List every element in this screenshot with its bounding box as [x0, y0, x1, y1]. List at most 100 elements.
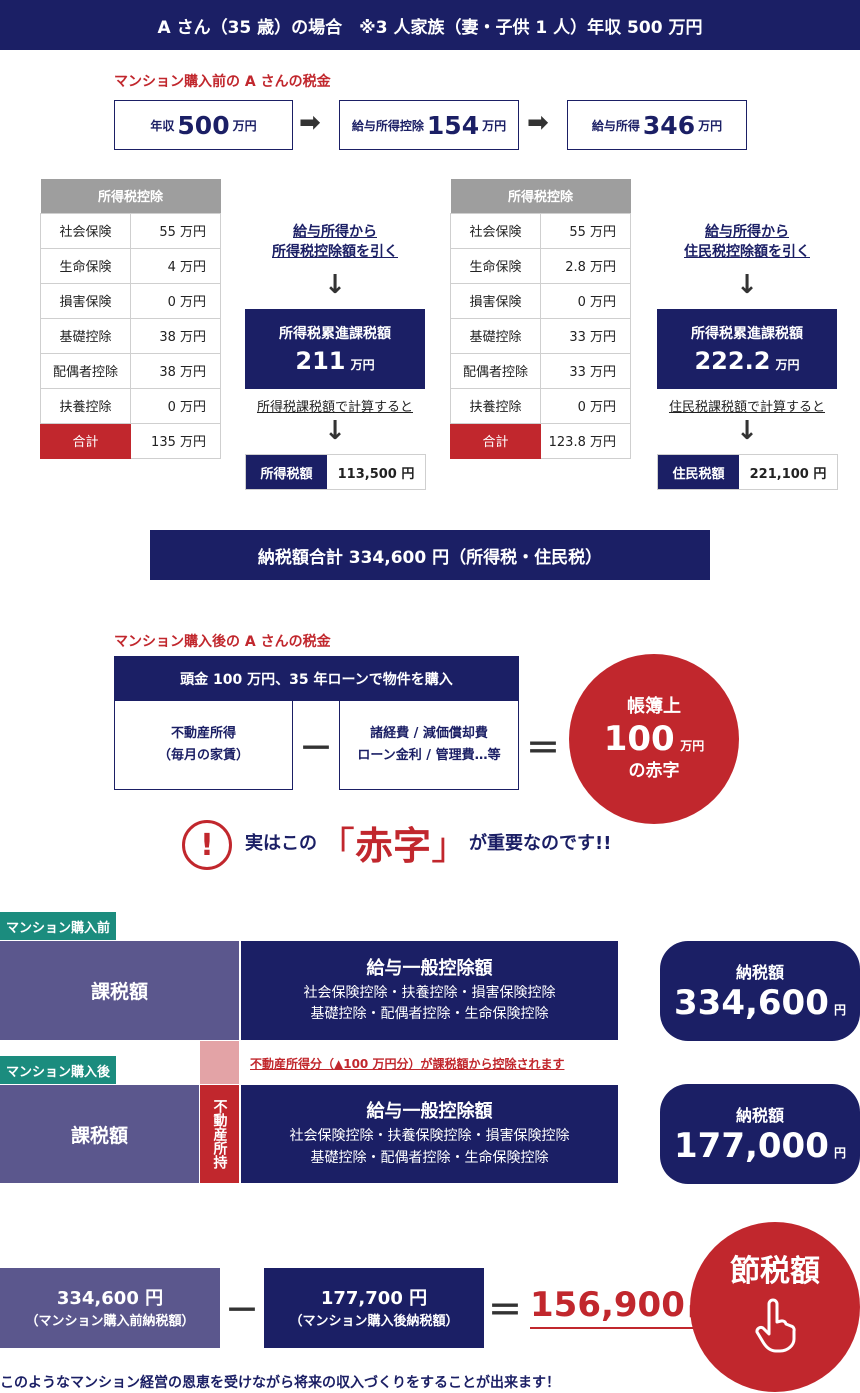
real-estate-gap [200, 1041, 239, 1084]
box-line: ローン金利 / 管理費…等 [357, 748, 501, 763]
saving-result: 156,900 円 [530, 1285, 702, 1329]
pointer-hand-icon [755, 1298, 796, 1353]
row-value: 55 万円 [130, 212, 221, 249]
salary-deduction-label: 給与所得控除 [351, 118, 424, 133]
deduction-title: 給与一般控除額 [366, 957, 493, 979]
expenses-box: 諸経費 / 減価償却費 ローン金利 / 管理費…等 [339, 700, 519, 790]
resident-tax-progressive-box: 所得税累進課税額 222.2 万円 [657, 309, 837, 389]
row-value: 38 万円 [130, 352, 221, 389]
row-key: 扶養控除 [40, 387, 131, 424]
row-value: 0 万円 [130, 387, 221, 424]
total-value: 135 万円 [130, 422, 221, 459]
row-key: 損害保険 [40, 282, 131, 319]
box-label: 所得税累進課税額 [279, 326, 391, 342]
page-header: A さん（35 歳）の場合 ※3 人家族（妻・子供 1 人）年収 500 万円 [0, 0, 860, 50]
bracket-close: 」 [431, 823, 470, 868]
calc-note: 住民税課税額で計算すると [668, 400, 825, 415]
row-key: 社会保険 [40, 212, 131, 249]
after-tax-total: 177,700 円 （マンション購入後納税額） [264, 1268, 484, 1348]
row-key: 基礎控除 [40, 317, 131, 354]
calc-note: 所得税課税額で計算すると [256, 400, 413, 415]
circle-line: の赤字 [628, 760, 680, 781]
arrow-right-icon: ➡ [527, 108, 549, 138]
after-tag: マンション購入後 [0, 1056, 117, 1084]
deduction-before: 給与一般控除額 社会保険控除・扶養控除・損害保険控除 基礎控除・配偶者控除・生命… [241, 941, 618, 1040]
row-key: 配偶者控除 [40, 352, 131, 389]
box-value: 211 [295, 347, 346, 375]
arrow-right-icon: ➡ [299, 108, 321, 138]
box-value: 222.2 [694, 347, 771, 375]
resident-tax-calc-note: 住民税課税額で計算すると [647, 396, 847, 415]
income-tax-progressive-box: 所得税累進課税額 211 万円 [245, 309, 425, 389]
salary-deduction-box: 給与所得控除 154 万円 [339, 100, 519, 150]
re-deduction-note: 不動産所得分（▲100 万円分）が課税額から控除されます [250, 1057, 565, 1071]
saving-before-caption: （マンション購入前納税額） [25, 1313, 195, 1329]
row-key: 社会保険 [450, 212, 541, 249]
row-value: 0 万円 [540, 387, 631, 424]
arrow-down-icon: ↓ [736, 416, 758, 446]
after-heading: マンション購入後の A さんの税金 [114, 634, 331, 650]
row-value: 55 万円 [540, 212, 631, 249]
table-title: 所得税控除 [450, 179, 631, 213]
salary-income-label: 給与所得 [591, 118, 640, 133]
after-tax-value: 177,000 [674, 1126, 829, 1166]
saving-after-caption: （マンション購入後納税額） [289, 1313, 459, 1329]
box-label: 所得税累進課税額 [691, 326, 803, 342]
row-key: 生命保険 [40, 247, 131, 284]
caption-line: 給与所得から [705, 224, 789, 240]
circle-unit: 万円 [680, 739, 705, 754]
row-value: 0 万円 [540, 282, 631, 319]
total-label: 合計 [450, 422, 541, 459]
result-value: 113,500 円 [337, 466, 415, 482]
notice-post: が重要なのです!! [469, 833, 612, 854]
row-key: 配偶者控除 [450, 352, 541, 389]
caption-line: 住民税控除額を引く [684, 244, 810, 261]
footer-text: このようなマンション経営の恩恵を受けながら将来の収入づくりをすることが出来ます！ [0, 1375, 560, 1391]
tax-unit: 円 [833, 1003, 846, 1017]
total-tax-bar: 納税額合計 334,600 円（所得税・住民税） [150, 530, 710, 580]
before-tax-pill: 納税額 334,600 円 [660, 941, 860, 1041]
real-estate-vertical-label: 不動産所持 [200, 1085, 239, 1183]
box-line: 諸経費 / 減価償却費 [370, 725, 488, 741]
salary-income-box: 給与所得 346 万円 [567, 100, 747, 150]
caption-line: 所得税控除額を引く [272, 244, 398, 261]
tax-unit: 円 [833, 1146, 846, 1160]
row-value: 33 万円 [540, 352, 631, 389]
deficit-circle: 帳簿上 100 万円 の赤字 [569, 654, 739, 824]
notice-key: 赤字 [355, 823, 432, 868]
row-value: 0 万円 [130, 282, 221, 319]
total-label: 合計 [40, 422, 131, 459]
before-tax-total: 334,600 円 （マンション購入前納税額） [0, 1268, 220, 1348]
box-unit: 万円 [775, 358, 800, 372]
tax-saving-badge[interactable]: 節税額 [690, 1222, 860, 1392]
badge-label: 節税額 [730, 1254, 820, 1289]
equals-sign: ＝ [488, 1290, 522, 1331]
before-tag: マンション購入前 [0, 912, 117, 940]
row-value: 2.8 万円 [540, 247, 631, 284]
box-line: 不動産所得 [170, 725, 236, 741]
taxable-after: 課税額 [0, 1085, 199, 1183]
deduction-line: 基礎控除・配偶者控除・生命保険控除 [310, 1006, 549, 1023]
after-tax-pill: 納税額 177,000 円 [660, 1084, 860, 1184]
caption-line: 給与所得から [293, 224, 377, 240]
box-unit: 万円 [350, 358, 375, 372]
row-value: 33 万円 [540, 317, 631, 354]
equals-sign: ＝ [526, 728, 560, 769]
notice-pre: 実はこの [245, 833, 317, 854]
annual-income-unit: 万円 [232, 118, 257, 133]
before-heading: マンション購入前の A さんの税金 [114, 74, 331, 90]
purchase-condition: 頭金 100 万円、35 年ローンで物件を購入 [114, 656, 519, 701]
table-title: 所得税控除 [40, 179, 221, 213]
annual-income-label: 年収 [150, 118, 175, 133]
minus-sign: － [225, 1290, 259, 1331]
